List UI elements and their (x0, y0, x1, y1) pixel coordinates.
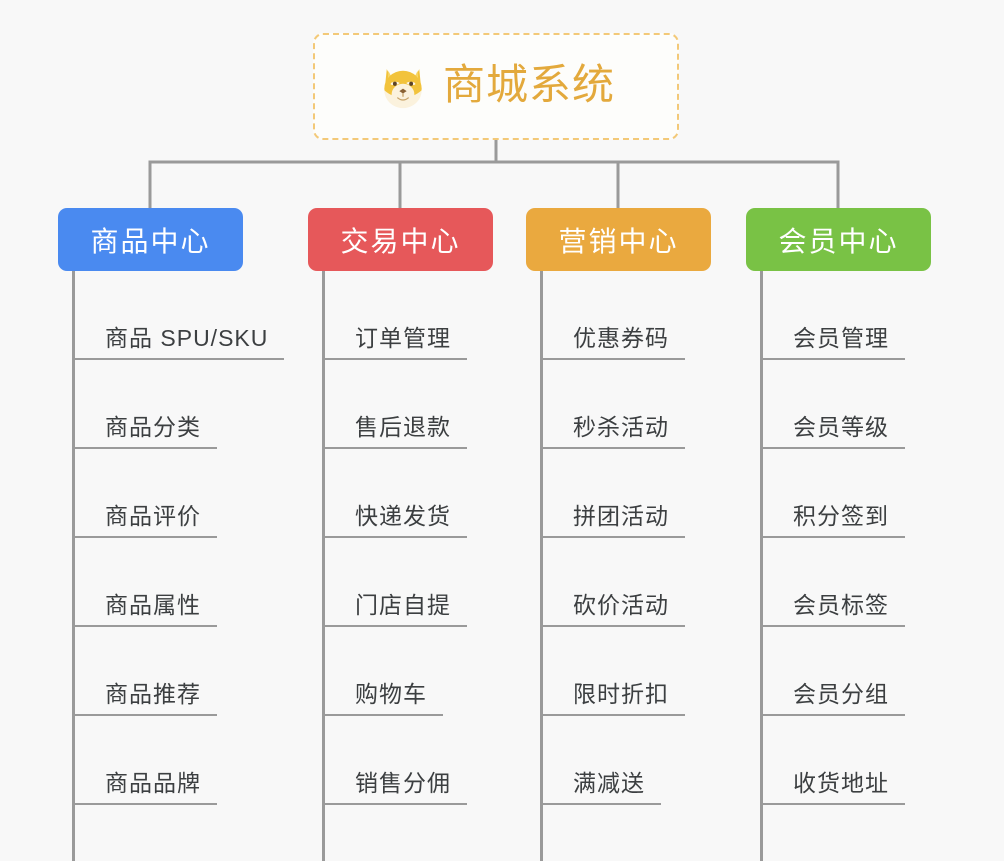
branch-marketing-center: 营销中心优惠券码秒杀活动拼团活动砍价活动限时折扣满减送 (526, 208, 711, 861)
leaf-item[interactable]: 优惠券码 (540, 304, 685, 360)
leaf-item[interactable]: 会员管理 (760, 304, 905, 360)
leaf-item-label: 收货地址 (760, 770, 905, 805)
leaf-item[interactable]: 门店自提 (322, 571, 467, 627)
leaf-item-label: 优惠券码 (540, 325, 685, 360)
leaf-item[interactable]: 商品分类 (72, 393, 217, 449)
leaf-item[interactable]: 会员标签 (760, 571, 905, 627)
leaf-item[interactable]: 商品评价 (72, 482, 217, 538)
branch-items-marketing-center: 优惠券码秒杀活动拼团活动砍价活动限时折扣满减送 (526, 271, 711, 861)
branch-items-member-center: 会员管理会员等级积分签到会员标签会员分组收货地址 (746, 271, 931, 861)
branch-trunk-product-center (72, 271, 75, 861)
leaf-item[interactable]: 满减送 (540, 749, 661, 805)
branch-trunk-marketing-center (540, 271, 543, 861)
branch-header-marketing-center[interactable]: 营销中心 (526, 208, 711, 271)
leaf-item[interactable]: 快递发货 (322, 482, 467, 538)
leaf-item-label: 商品品牌 (72, 770, 217, 805)
leaf-item[interactable]: 秒杀活动 (540, 393, 685, 449)
leaf-item-label: 会员等级 (760, 414, 905, 449)
leaf-item-label: 门店自提 (322, 592, 467, 627)
leaf-item-label: 售后退款 (322, 414, 467, 449)
branch-header-trade-center[interactable]: 交易中心 (308, 208, 493, 271)
leaf-item-label: 拼团活动 (540, 503, 685, 538)
leaf-item[interactable]: 商品 SPU/SKU (72, 304, 285, 360)
branch-product-center: 商品中心商品 SPU/SKU 商品分类商品评价商品属性商品推荐商品品牌 (58, 208, 285, 861)
org-chart-canvas: 商城系统 商品中心商品 SPU/SKU 商品分类商品评价商品属性商品推荐商品品牌 交… (58, 33, 931, 861)
leaf-item-label: 商品分类 (72, 414, 217, 449)
leaf-item-label: 满减送 (540, 770, 661, 805)
leaf-item[interactable]: 收货地址 (760, 749, 905, 805)
leaf-item-label: 订单管理 (322, 325, 467, 360)
branch-trunk-trade-center (322, 271, 325, 861)
leaf-item-label: 会员标签 (760, 592, 905, 627)
leaf-item-label: 积分签到 (760, 503, 905, 538)
leaf-item[interactable]: 砍价活动 (540, 571, 685, 627)
leaf-item[interactable]: 购物车 (322, 660, 443, 716)
leaf-item[interactable]: 限时折扣 (540, 660, 685, 716)
branch-trade-center: 交易中心订单管理售后退款快递发货门店自提购物车销售分佣 (308, 208, 493, 861)
leaf-item[interactable]: 拼团活动 (540, 482, 685, 538)
branch-header-product-center[interactable]: 商品中心 (58, 208, 243, 271)
leaf-item[interactable]: 销售分佣 (322, 749, 467, 805)
branch-items-product-center: 商品 SPU/SKU 商品分类商品评价商品属性商品推荐商品品牌 (58, 271, 285, 861)
leaf-item-label: 商品 SPU/SKU (72, 325, 285, 360)
leaf-item-label: 砍价活动 (540, 592, 685, 627)
leaf-item-label: 商品评价 (72, 503, 217, 538)
leaf-item[interactable]: 会员分组 (760, 660, 905, 716)
leaf-item-label: 销售分佣 (322, 770, 467, 805)
leaf-item[interactable]: 订单管理 (322, 304, 467, 360)
branch-header-member-center[interactable]: 会员中心 (746, 208, 931, 271)
leaf-item[interactable]: 商品属性 (72, 571, 217, 627)
branch-member-center: 会员中心会员管理会员等级积分签到会员标签会员分组收货地址 (746, 208, 931, 861)
leaf-item-label: 商品属性 (72, 592, 217, 627)
leaf-item-label: 限时折扣 (540, 681, 685, 716)
leaf-item-label: 秒杀活动 (540, 414, 685, 449)
leaf-item-label: 会员分组 (760, 681, 905, 716)
leaf-item-label: 购物车 (322, 681, 443, 716)
leaf-item[interactable]: 售后退款 (322, 393, 467, 449)
leaf-item-label: 商品推荐 (72, 681, 217, 716)
branch-items-trade-center: 订单管理售后退款快递发货门店自提购物车销售分佣 (308, 271, 493, 861)
leaf-item[interactable]: 会员等级 (760, 393, 905, 449)
root-title: 商城系统 (442, 60, 615, 108)
leaf-item[interactable]: 商品品牌 (72, 749, 217, 805)
shiba-dog-face-icon (377, 61, 429, 113)
branch-trunk-member-center (760, 271, 763, 861)
leaf-item[interactable]: 商品推荐 (72, 660, 217, 716)
leaf-item-label: 快递发货 (322, 503, 467, 538)
leaf-item-label: 会员管理 (760, 325, 905, 360)
leaf-item[interactable]: 积分签到 (760, 482, 905, 538)
root-node[interactable]: 商城系统 (313, 33, 679, 140)
